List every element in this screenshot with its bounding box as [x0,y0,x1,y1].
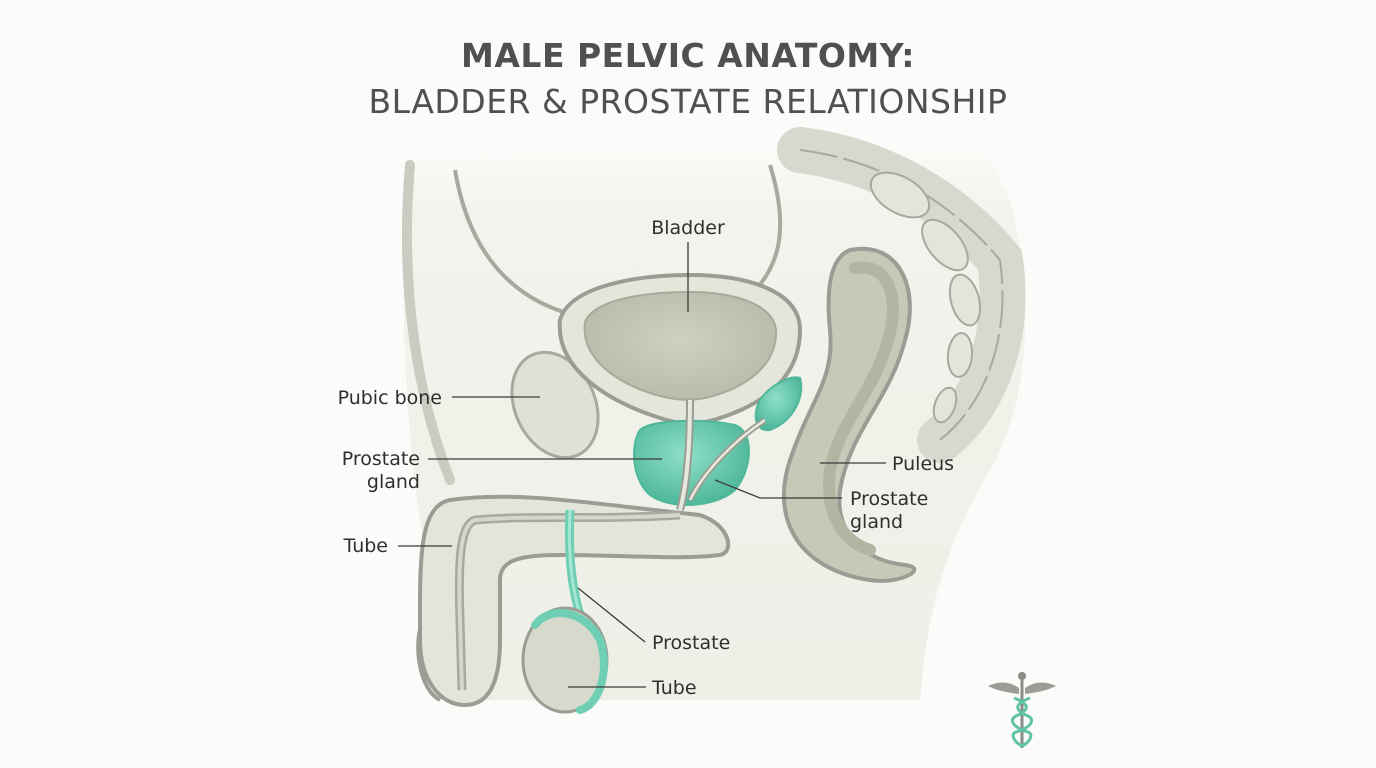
testis [521,509,609,714]
sacrum-spine [777,127,1026,463]
label-bladder: Bladder [651,217,725,239]
seminal-vesicle [754,376,803,432]
label-prostate-lower: Prostate [652,632,730,654]
title-line-2: BLADDER & PROSTATE RELATIONSHIP [368,82,1008,121]
ejaculatory-duct-inner [688,418,766,501]
label-prostate-gland-right-line2: gland [850,511,903,533]
urethra-inner [678,399,692,511]
caduceus-icon [988,672,1056,748]
label-prostate-gland-left-line1: Prostate [342,448,420,470]
rectum-inner [823,261,899,556]
abdominal-wall-outer [401,160,455,485]
bladder [557,272,803,426]
label-tube-lower: Tube [651,677,697,699]
title-line-1: MALE PELVIC ANATOMY: [461,36,915,75]
leader-prostate-gland-right [714,479,842,499]
label-puleus: Puleus [892,453,954,475]
label-prostate-gland-left-line2: gland [367,471,420,493]
penis [416,494,731,708]
leader-lines [398,242,886,688]
label-prostate-gland-right-line1: Prostate [850,488,928,510]
leader-prostate-lower [577,587,646,643]
label-pubic-bone: Pubic bone [338,387,442,409]
label-tube-left: Tube [342,535,388,557]
pubic-bone [510,350,600,460]
